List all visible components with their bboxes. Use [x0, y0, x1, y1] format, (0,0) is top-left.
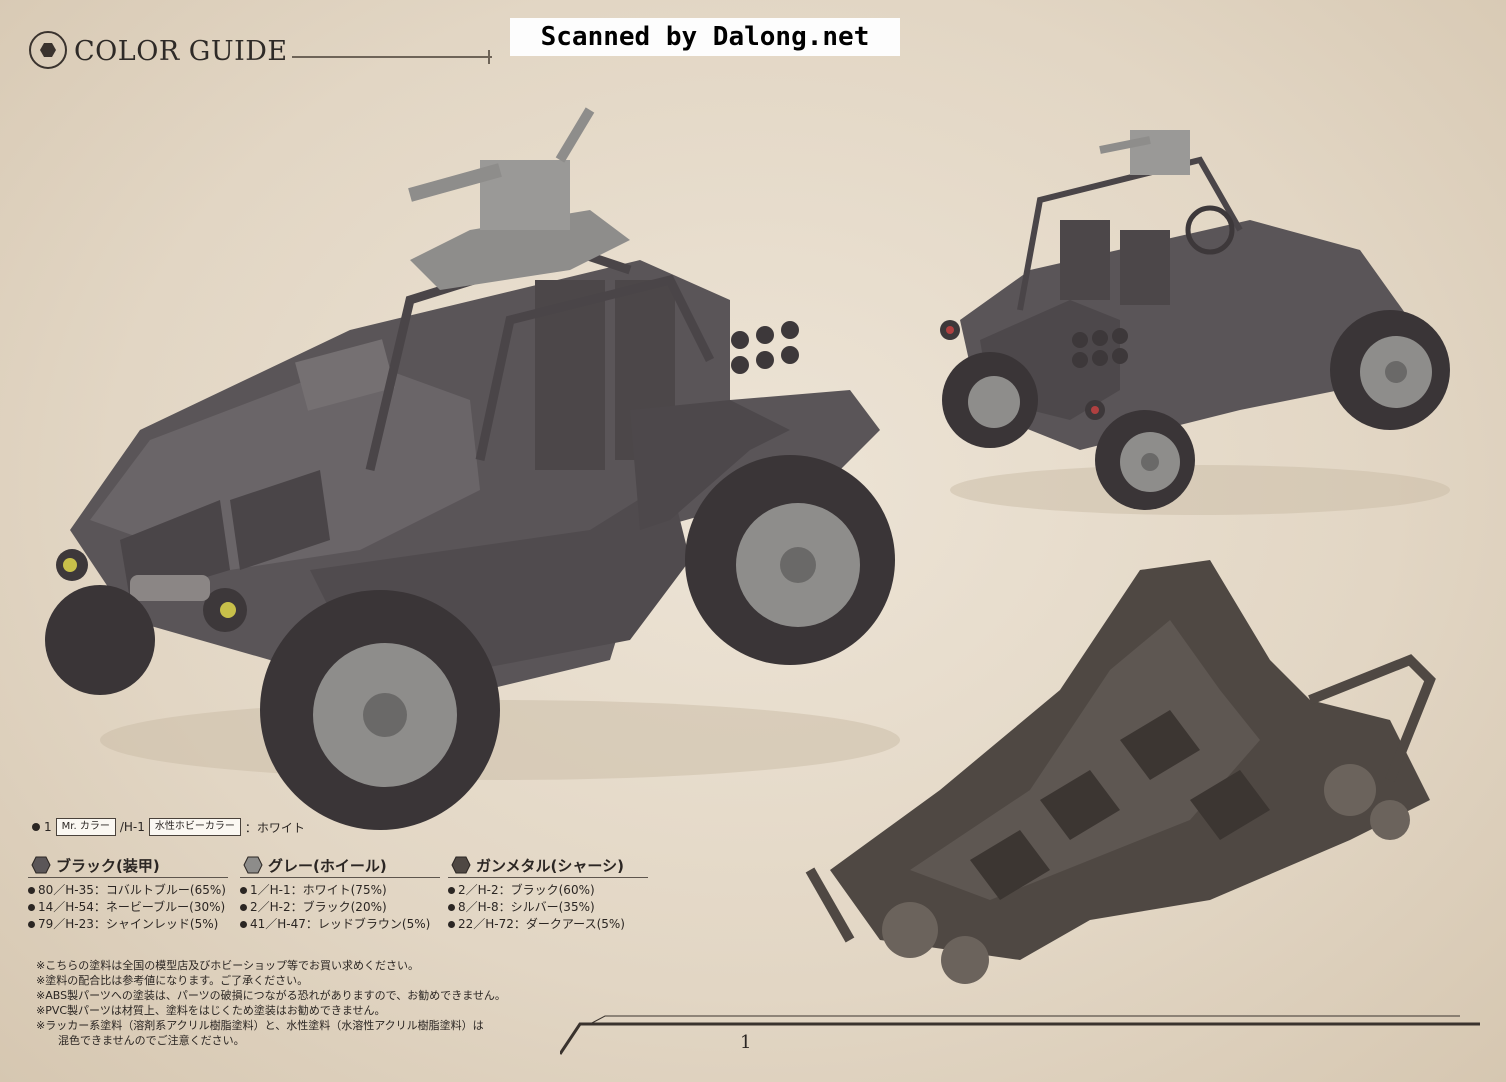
rear-view-wheel-center [1095, 410, 1195, 510]
footer: 1 [560, 1014, 1500, 1064]
list-item: 1／H-1：ホワイト(75%) [240, 882, 450, 899]
list-item: 80／H-35：コバルトブルー(65%) [28, 882, 238, 899]
rear-view-wheel-left [942, 352, 1038, 448]
bullet-icon [28, 887, 35, 894]
note-line: ※ラッカー系塗料（溶剤系アクリル樹脂塗料）と、水性塗料（水溶性アクリル樹脂塗料）… [36, 1019, 484, 1032]
note-line: ※PVC製パーツは材質上、塗料をはじくため塗装はお勧めできません。 [36, 1004, 386, 1017]
group-title: グレー(ホイール) [268, 857, 387, 875]
group-header: ブラック(装甲) [28, 852, 238, 878]
white-paint-note: 1 Mr. カラー /H-1 水性ホビーカラー ：ホワイト [32, 816, 305, 838]
white-note-number: 1 [44, 820, 52, 834]
list-item: 14／H-54：ネービーブルー(30%) [28, 899, 238, 916]
rear-view-wheel-right [1330, 310, 1450, 430]
bullet-icon [240, 921, 247, 928]
bullet-icon [32, 823, 40, 831]
buggy-front-illustration [45, 107, 900, 830]
buggy-rear-illustration [940, 130, 1450, 515]
white-note-code: /H-1 [119, 820, 145, 834]
bullet-icon [240, 904, 247, 911]
hexagon-badge-icon [29, 31, 67, 69]
group-header: グレー(ホイール) [240, 852, 450, 878]
aqueous-hobby-color-tag: 水性ホビーカラー [148, 818, 241, 836]
note-line: ※こちらの塗料は全国の模型店及びホビーショップ等でお買い求めください。 [36, 959, 419, 972]
rear-left-wheel [685, 455, 895, 665]
group-title: ブラック(装甲) [56, 857, 160, 875]
bullet-icon [448, 904, 455, 911]
list-item: 8／H-8：シルバー(35%) [448, 899, 658, 916]
bullet-icon [448, 921, 455, 928]
bullet-icon [448, 887, 455, 894]
list-item: 41／H-47：レッドブラウン(5%) [240, 916, 450, 933]
chassis-illustration [805, 560, 1436, 984]
bullet-icon [28, 921, 35, 928]
mr-color-tag: Mr. カラー [55, 818, 116, 836]
group-gray-wheel: グレー(ホイール) 1／H-1：ホワイト(75%) 2／H-2：ブラック(20%… [240, 852, 450, 933]
list-item: 2／H-2：ブラック(20%) [240, 899, 450, 916]
hexagon-icon [451, 856, 471, 874]
note-line: ※塗料の配合比は参考値になります。ご了承ください。 [36, 974, 309, 987]
header-rule [292, 56, 492, 58]
hexagon-icon [243, 856, 263, 874]
header-rule-end [488, 50, 490, 64]
group-rule [240, 877, 440, 878]
color-groups: ブラック(装甲) 80／H-35：コバルトブルー(65%) 14／H-54：ネー… [28, 852, 728, 942]
note-line: ※ABS製パーツへの塗装は、パーツの破損につながる恐れがありますので、お勧めでき… [36, 989, 506, 1002]
paint-notes: ※こちらの塗料は全国の模型店及びホビーショップ等でお買い求めください。 ※塗料の… [36, 958, 596, 1048]
group-header: ガンメタル(シャーシ) [448, 852, 658, 878]
group-gunmetal-chassis: ガンメタル(シャーシ) 2／H-2：ブラック(60%) 8／H-8：シルバー(3… [448, 852, 658, 933]
group-title: ガンメタル(シャーシ) [476, 857, 624, 875]
list-item: 2／H-2：ブラック(60%) [448, 882, 658, 899]
list-item: 79／H-23：シャインレッド(5%) [28, 916, 238, 933]
list-item: 22／H-72：ダークアース(5%) [448, 916, 658, 933]
hexagon-icon [31, 856, 51, 874]
bullet-icon [240, 887, 247, 894]
page-number: 1 [740, 1032, 752, 1053]
scan-watermark: Scanned by Dalong.net [510, 18, 900, 56]
page-title: COLOR GUIDE [74, 36, 288, 67]
footer-rule [560, 1015, 1480, 1055]
group-black-armor: ブラック(装甲) 80／H-35：コバルトブルー(65%) 14／H-54：ネー… [28, 852, 238, 933]
note-line: 混色できませんのでご注意ください。 [58, 1034, 245, 1047]
group-rule [448, 877, 648, 878]
bullet-icon [28, 904, 35, 911]
white-note-color: ：ホワイト [244, 820, 305, 835]
header: COLOR GUIDE [22, 26, 492, 74]
group-rule [28, 877, 228, 878]
front-left-wheel [260, 590, 500, 830]
